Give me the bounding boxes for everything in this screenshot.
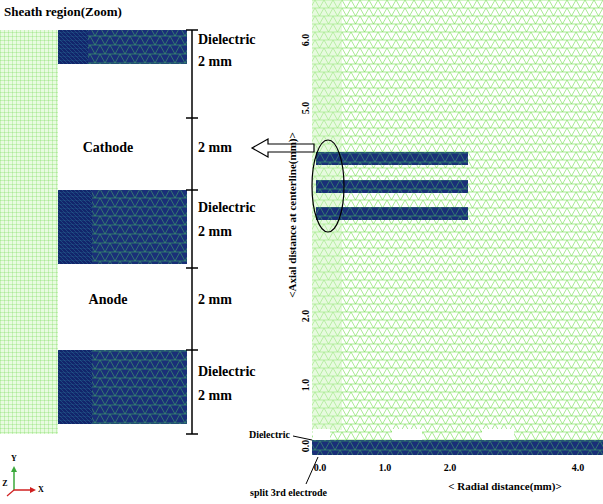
zoom-arrow [252,139,314,157]
callout-label: split 3rd electrode [250,487,327,498]
electrode-stack [316,152,468,220]
electrode-label: Anode [89,292,128,307]
axis-tick: 0.0 [314,462,327,473]
dimension-label: 2 mm [198,224,232,239]
leader-line [293,436,312,440]
axis-tick: 1.0 [379,462,392,473]
triad-label: Z [2,480,7,489]
dimension-bracket [186,30,198,434]
dimension-label: 2 mm [198,140,232,155]
material-label: Dielectric [249,429,290,440]
axis-tick: 6.0 [300,34,311,47]
axis-tick: 1.0 [300,379,311,392]
axis-title: < Radial distance(mm)> [448,480,561,492]
panel-title: Sheath region(Zoom) [4,5,122,19]
axis-triad [7,466,36,496]
zoom-ellipse [312,140,344,232]
dimension-label: 2 mm [198,292,232,307]
triad-label: Y [11,455,17,464]
axis-title: <Axial distance at centerline(mm)> [286,132,298,298]
triad-label: X [38,486,44,495]
material-label: Dielectric [198,32,256,47]
axis-tick: 2.0 [300,310,311,323]
axis-tick: 2.0 [444,462,457,473]
bottom-dielectric [312,429,603,455]
axis-tick: 5.0 [300,102,311,115]
dimension-label: 2 mm [198,388,232,403]
material-label: Dielectric [198,364,256,379]
axis-tick: 4.0 [572,462,585,473]
material-label: Dielectric [198,200,256,215]
sheath-mesh [0,30,58,434]
axis-tick: 0.0 [300,440,311,453]
domain-mesh [312,0,603,455]
dimension-label: 2 mm [198,54,232,69]
electrode-label: Cathode [83,140,134,155]
dielectric-blocks [58,30,187,424]
